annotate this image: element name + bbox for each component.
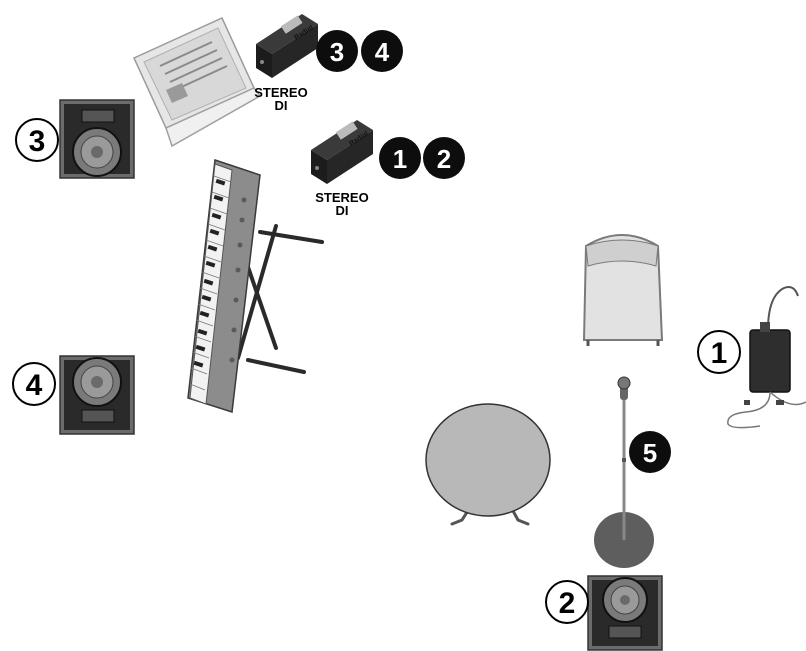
di-box-icon: Radial <box>311 120 373 184</box>
bodypack-number: 1 <box>711 337 728 370</box>
monitor-number: 3 <box>29 125 46 158</box>
channel-badge-3: 3 <box>316 30 358 72</box>
monitor-number-badge: 2 <box>545 580 589 624</box>
mic-stand: 5 <box>594 376 671 568</box>
di-label-line1: STEREO <box>315 190 368 205</box>
di-label-line2: DI <box>275 98 288 113</box>
di-box-icon: Radial <box>256 14 318 78</box>
monitor-number: 2 <box>559 587 576 620</box>
channel-badge-1: 1 <box>379 137 421 179</box>
monitor-2: 2 <box>545 575 663 651</box>
wireless-bodypack: 1 <box>697 286 806 429</box>
channel-number: 1 <box>393 144 407 174</box>
chair-icon <box>582 234 664 346</box>
di-box-3-4: Radial 3 4 STEREO DI <box>254 14 403 113</box>
monitor-wedge-icon <box>59 355 135 435</box>
channel-number: 2 <box>437 144 451 174</box>
mic-channel-number: 5 <box>643 438 657 468</box>
mic-stand-icon <box>594 376 654 568</box>
laptop-icon <box>133 17 262 148</box>
channel-badge-2: 2 <box>423 137 465 179</box>
mic-channel-badge: 5 <box>629 431 671 473</box>
di-label-line2: DI <box>336 203 349 218</box>
monitor-number: 4 <box>26 369 43 402</box>
monitor-number-badge: 3 <box>15 118 59 162</box>
bodypack-number-badge: 1 <box>697 330 741 374</box>
di-box-1-2: Radial 1 2 STEREO DI <box>311 120 465 218</box>
channel-badge-4: 4 <box>361 30 403 72</box>
bodypack-icon <box>727 286 806 429</box>
di-label-line1: STEREO <box>254 85 307 100</box>
monitor-wedge-icon <box>587 575 663 651</box>
keyboard-on-stand-icon <box>187 158 324 413</box>
channel-number: 3 <box>330 37 344 67</box>
monitor-number-badge: 4 <box>12 362 56 406</box>
round-table-icon <box>425 403 551 526</box>
monitor-wedge-icon <box>59 99 135 179</box>
channel-number: 4 <box>375 37 390 67</box>
monitor-4: 4 <box>12 355 135 435</box>
monitor-3: 3 <box>15 99 135 179</box>
